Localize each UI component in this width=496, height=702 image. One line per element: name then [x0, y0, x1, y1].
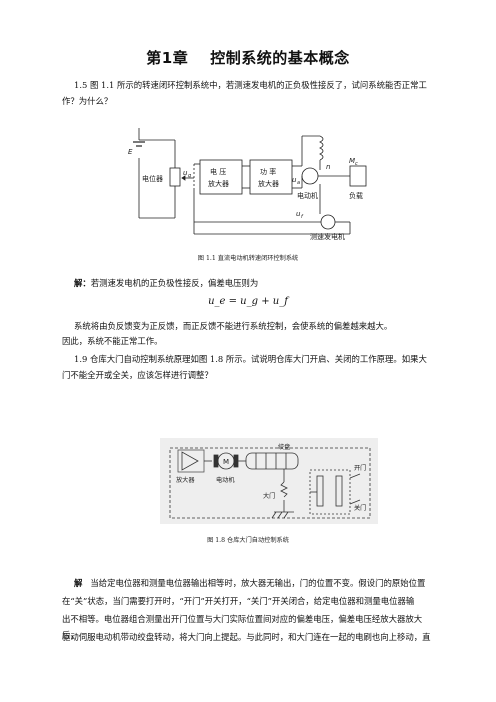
label-uf: u [296, 210, 301, 218]
load-block [349, 165, 367, 187]
label-M-sub: c [355, 161, 358, 167]
winch-drum [245, 452, 299, 470]
solution-1-5-line2: 系统将由负反馈变为正反馈，而正反馈不能进行系统控制，会使系统的偏差越来越大。 [74, 321, 393, 331]
label-potentiometer: 电位器 [142, 174, 163, 183]
power-amplifier-block [249, 159, 293, 195]
question-1-5-line1: 1.5 图 1.1 所示的转速闭环控制系统中，若测速发电机的正负极性接反了，试问… [74, 80, 427, 90]
label-amplifier: 放大器 [176, 476, 195, 484]
label-load: 负载 [349, 191, 363, 200]
potentiometer-resistor [169, 167, 181, 187]
figure-1-8-caption: 图 1.8 仓库大门自动控制系统 [207, 537, 289, 544]
label-door: 大门 [263, 492, 275, 500]
label-ug: u [183, 169, 188, 177]
question-1-5-line2: 作？为什么？ [62, 96, 113, 106]
solution-1-9-line2: 在“关”状态，当门需要打开时，“开门”开关打开，“关门”开关闭合，给定电位器和测… [62, 596, 415, 606]
solution-1-5-line3: 因此，系统不能正常工作。 [62, 336, 163, 346]
label-close-door: 关门 [354, 504, 366, 512]
solution-text: 若测速发电机的正负极性接反，偏差电压则为 [90, 278, 259, 288]
label-motor-fig8: 电动机 [216, 476, 235, 484]
tachometer-circle [320, 214, 336, 230]
chapter-name: 控制系统的基本概念 [210, 49, 350, 67]
solution-1-9-line4: 驱动伺服电动机带动绞盘转动，将大门向上提起。与此同时，和大门连在一起的电刷也向上… [62, 632, 431, 642]
figure-1-1-diagram: E 电位器 u g 电 压 放大器 功 率 放大器 u a n M c 负载 电… [128, 128, 367, 241]
solution-1-5-intro: 解：若测速发电机的正负极性接反，偏差电压则为 [62, 275, 434, 291]
label-ua-sub: a [297, 180, 300, 186]
label-n: n [326, 163, 330, 171]
solution-label: 解： [74, 278, 91, 288]
solution-1-5-equation: u_e = u_g + u_f [208, 296, 288, 307]
voltage-amplifier-block [199, 159, 243, 195]
solution-1-9-line3: 出不相等。电位器组合测量出开门位置与大门实际位置间对应的偏差电压，偏差电压经放大… [62, 614, 423, 640]
label-motor: 电动机 [297, 191, 318, 200]
label-drum: 绞盘 [278, 443, 290, 451]
label-uf-sub: f [301, 214, 304, 220]
solution-1-9-label: 解 [74, 578, 83, 588]
chapter-title: 第1章 控制系统的基本概念 [0, 47, 496, 68]
label-amp2-line1: 功 率 [260, 167, 276, 176]
label-M: M [349, 157, 355, 165]
solution-1-9-line1: 解 当给定电位器和测量电位器输出相等时，放大器无输出，门的位置不变。假设门的原始… [62, 575, 434, 591]
amplifier-triangle [181, 451, 199, 471]
label-tacho: 测速发电机 [310, 232, 345, 241]
label-amp1-line1: 电 压 [210, 167, 226, 176]
label-M-fig8: M [223, 458, 229, 466]
question-1-9-line2: 门不能全开或全关，应该怎样进行调整？ [62, 370, 213, 380]
label-ug-sub: g [188, 173, 191, 179]
question-1-9-line1: 1.9 仓库大门自动控制系统原理如图 1.8 所示。试说明仓库大门开启、关闭的工… [74, 354, 427, 364]
label-ua: u [292, 176, 297, 184]
motor-circle [301, 167, 319, 185]
label-amp1-line2: 放大器 [208, 179, 229, 188]
label-E: E [128, 148, 133, 156]
label-open-door: 开门 [354, 464, 366, 472]
chapter-number: 第1章 [146, 49, 189, 67]
figure-1-8-diagram: 绞盘 放大器 电动机 M 大门 开门 关门 [160, 438, 378, 524]
solution-1-9-text: 当给定电位器和测量电位器输出相等时，放大器无输出，门的位置不变。假设门的原始位置 [90, 578, 426, 588]
label-amp2-line2: 放大器 [258, 179, 279, 188]
figure-1-1-caption: 图 1.1 直流电动机转速闭环控制系统 [197, 255, 299, 262]
